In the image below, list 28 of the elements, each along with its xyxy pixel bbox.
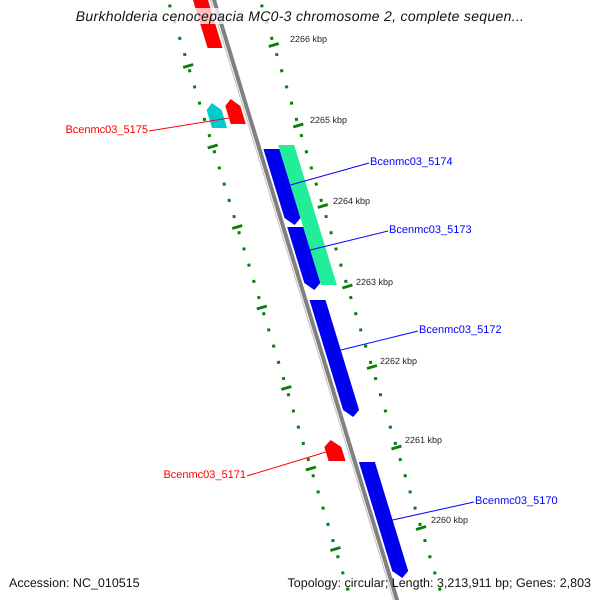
- leader-line: [246, 452, 326, 476]
- tick-label: 2264 kbp: [333, 196, 370, 207]
- gene-feature: [358, 462, 408, 578]
- gene-feature: [206, 103, 227, 128]
- gene-feature: [225, 99, 246, 124]
- gene-label: Bcenmc03_5170: [475, 495, 558, 508]
- leader-line: [340, 330, 418, 350]
- leader-line: [290, 162, 370, 186]
- gene-feature: [310, 300, 360, 417]
- gene-label: Bcenmc03_5174: [370, 156, 453, 169]
- tick-label: 2266 kbp: [290, 34, 328, 45]
- gene-feature: [263, 149, 300, 225]
- gene-label: Bcenmc03_5172: [419, 324, 502, 337]
- leader-line: [310, 230, 388, 250]
- tick-label: 2265 kbp: [310, 115, 348, 126]
- sequence-info-text: Topology: circular; Length: 3,213,911 bp; Genes: 2,803: [288, 576, 591, 590]
- tick-label: 2260 kbp: [431, 515, 468, 526]
- tick-label: 2261 kbp: [405, 435, 442, 446]
- leader-line: [392, 502, 474, 520]
- tick-label: 2262 kbp: [380, 356, 418, 367]
- accession-text: Accession: NC_010515: [9, 576, 140, 590]
- gene-feature: [324, 440, 346, 461]
- gene-label: Bcenmc03_5171: [163, 469, 246, 482]
- gene-feature: [287, 227, 320, 290]
- gene-label: Bcenmc03_5175: [65, 124, 148, 137]
- leader-line: [148, 118, 230, 132]
- tick-label: 2263 kbp: [356, 277, 394, 288]
- gene-label: Bcenmc03_5173: [389, 224, 472, 237]
